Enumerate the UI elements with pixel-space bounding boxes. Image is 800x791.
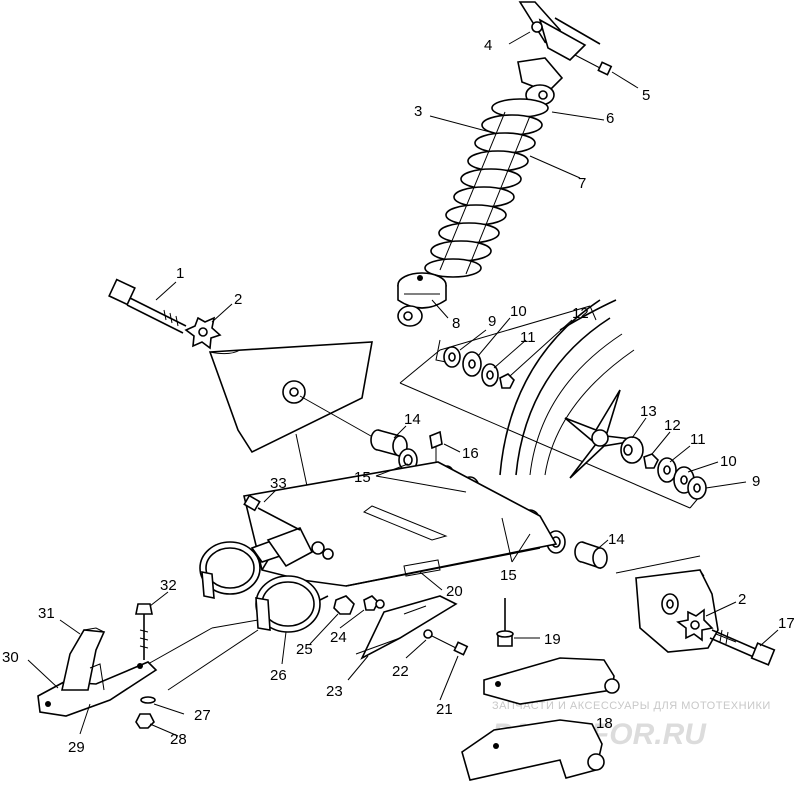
- callout-32: 32: [160, 577, 177, 594]
- callout-19: 19: [544, 631, 561, 648]
- callout-31: 31: [38, 605, 55, 622]
- callout-27: 27: [194, 707, 211, 724]
- callout-14-lower: 14: [608, 531, 625, 548]
- callout-23: 23: [326, 683, 343, 700]
- callout-12-lower: 12: [664, 417, 681, 434]
- skid-plate-23: [355, 595, 458, 660]
- callout-26: 26: [270, 667, 287, 684]
- callout-labels: 1 2 3 4 5 6 7 8 9 10 11 12 13 12 11 10 9…: [2, 37, 795, 756]
- bolt-1: [108, 278, 187, 334]
- callout-18: 18: [596, 715, 613, 732]
- callout-4: 4: [484, 37, 492, 54]
- callout-8: 8: [452, 315, 460, 332]
- nut-4: [508, 21, 543, 45]
- foot-bracket: [37, 627, 158, 717]
- washer-stack-upper: [435, 339, 515, 389]
- frame-mount-bracket: [517, 1, 601, 93]
- callout-9-upper: 9: [488, 313, 496, 330]
- callout-5: 5: [642, 87, 650, 104]
- star-washer-2-bottom: [676, 608, 714, 642]
- callout-15-lower: 15: [500, 567, 517, 584]
- callout-2-bottom: 2: [738, 591, 746, 608]
- idler-wheel-arc: [499, 299, 635, 476]
- callout-30: 30: [2, 649, 19, 666]
- callout-15-left: 15: [354, 469, 371, 486]
- callout-25: 25: [296, 641, 313, 658]
- callout-33: 33: [270, 475, 287, 492]
- bolt-19: [496, 598, 514, 647]
- callout-14-upper: 14: [404, 411, 421, 428]
- screw-22: [423, 629, 457, 649]
- bolt-33: [243, 494, 301, 531]
- callout-6: 6: [606, 110, 614, 127]
- bolt-17: [709, 629, 776, 666]
- screw-21: [453, 641, 469, 656]
- callout-22: 22: [392, 663, 409, 680]
- left-side-plate: [208, 341, 373, 454]
- washer-27: [140, 696, 156, 704]
- callout-7: 7: [578, 175, 586, 192]
- watermark-tagline: ЗАПЧАСТИ И АКСЕССУАРЫ ДЛЯ МОТОТЕХНИКИ: [492, 700, 771, 712]
- pivot-clamp-left: [199, 538, 282, 599]
- callout-13: 13: [640, 403, 657, 420]
- callout-12-upper: 12: [572, 305, 589, 322]
- pivot-clamp-right: [255, 575, 321, 633]
- washer-stack-lower: [620, 436, 707, 500]
- swing-arm: [199, 461, 558, 633]
- callout-16: 16: [462, 445, 479, 462]
- right-side-plate: [635, 569, 719, 653]
- star-washer-2-top: [184, 316, 222, 350]
- callout-1: 1: [176, 265, 184, 282]
- callout-9-lower: 9: [752, 473, 760, 490]
- callout-3: 3: [414, 103, 422, 120]
- callout-leaders: [27, 111, 779, 737]
- callout-17: 17: [778, 615, 795, 632]
- spring-seat-8: [397, 272, 447, 309]
- callout-28: 28: [170, 731, 187, 748]
- callout-11-lower: 11: [690, 431, 706, 448]
- callout-21: 21: [436, 701, 453, 718]
- shock-absorber: [397, 84, 555, 327]
- assembly-guide-lines: [147, 305, 701, 691]
- callout-10-lower: 10: [720, 453, 737, 470]
- bolt-5: [574, 54, 639, 89]
- nut-28: [135, 713, 155, 729]
- callout-10-upper: 10: [510, 303, 527, 320]
- grease-fitting-16: [429, 430, 443, 462]
- callout-11-upper: 11: [520, 329, 536, 346]
- lower-bracket-18: [461, 657, 620, 781]
- callout-2-top: 2: [234, 291, 242, 308]
- bushing-14-lower: [574, 541, 608, 570]
- callout-29: 29: [68, 739, 85, 756]
- callout-24: 24: [330, 629, 347, 646]
- bolt-32: [135, 603, 153, 660]
- nut-25: [333, 595, 355, 615]
- shock-spring: [424, 98, 549, 278]
- washer-24: [363, 595, 385, 611]
- callout-20: 20: [446, 583, 463, 600]
